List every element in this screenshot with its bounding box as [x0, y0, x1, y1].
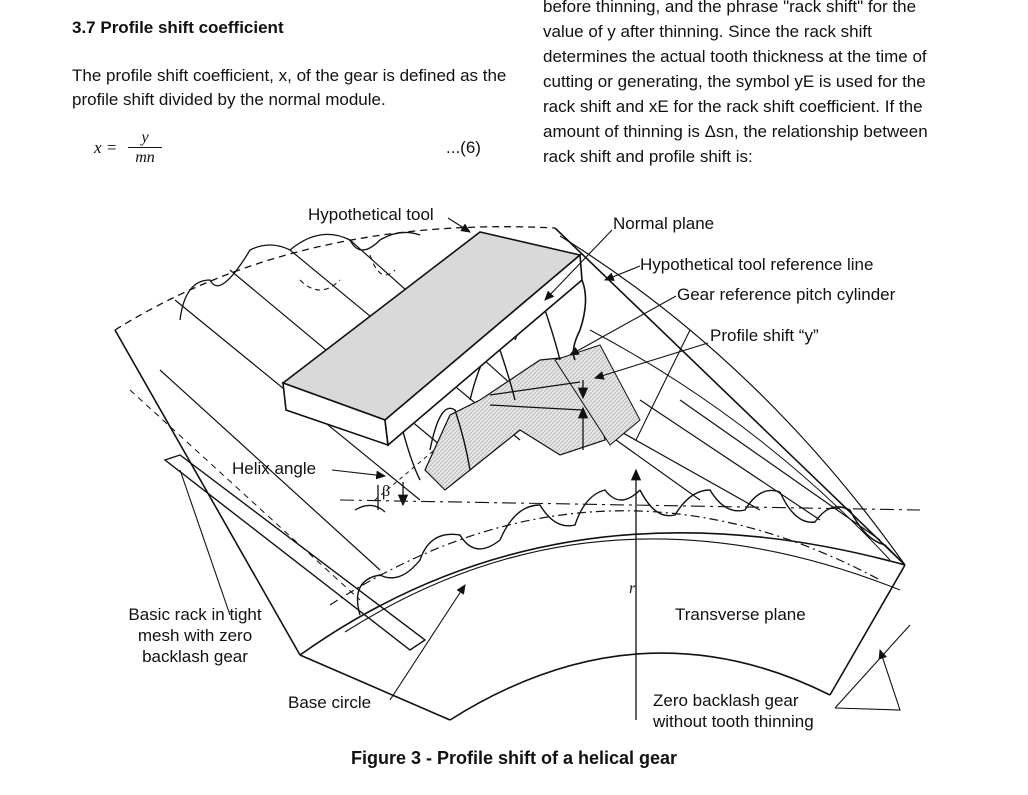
- rack-tooth: [429, 407, 471, 471]
- front-tooth: [779, 491, 906, 566]
- right-line-6: amount of thinning is Δsn, the relations…: [543, 122, 928, 141]
- helix-arc: [354, 504, 386, 513]
- hypothetical-tool-block: [281, 231, 587, 447]
- label-basic-rack-line-2: mesh with zero: [137, 626, 253, 645]
- base-circle-arc: [344, 538, 901, 633]
- back-tooth: [289, 231, 421, 251]
- leader-normal-plane: [544, 229, 613, 301]
- pitch-circle-arc: [329, 510, 881, 606]
- transverse-face-outer: [299, 654, 451, 721]
- figure-caption: Figure 3 - Profile shift of a helical ge…: [350, 748, 678, 768]
- leader-zero-backlash: [834, 648, 901, 711]
- leader-helix-angle: [331, 469, 387, 480]
- basic-rack-slab: [163, 454, 427, 651]
- label-zero-backlash: Zero backlash gear without tooth thinnin…: [653, 690, 814, 732]
- back-tooth-dashed: [369, 254, 396, 276]
- equation-fraction: y mn: [128, 128, 162, 167]
- profile-shift-leader: [489, 404, 583, 411]
- label-basic-rack: Basic rack in tight mesh with zero backl…: [110, 604, 280, 667]
- pitch-cylinder-inner: [589, 329, 891, 561]
- leader-base-circle: [389, 584, 466, 701]
- right-column-text: before thinning, and the phrase "rack sh…: [543, 0, 973, 169]
- equation-denominator: mn: [135, 149, 155, 166]
- tooth-line: [679, 399, 881, 541]
- back-tooth: [179, 244, 291, 321]
- right-line-5: rack shift and xE for the rack shift coe…: [543, 97, 923, 116]
- helical-gear-diagram: [114, 217, 921, 721]
- label-tool-reference-line: Hypothetical tool reference line: [640, 255, 874, 274]
- gear-reference-pitch-cylinder: [559, 235, 906, 566]
- rack-section-hatched: [424, 354, 606, 491]
- label-zero-backlash-line-2: without tooth thinning: [653, 712, 814, 731]
- leader-profile-shift: [593, 342, 709, 380]
- front-tooth: [639, 489, 781, 517]
- leader-basic-rack: [179, 469, 231, 616]
- right-line-4: cutting or generating, the symbol yE is …: [543, 72, 926, 91]
- rack-right-hatched: [554, 344, 641, 446]
- label-basic-rack-line-3: backlash gear: [142, 647, 248, 666]
- back-tooth-dashed: [299, 279, 341, 291]
- label-transverse-plane: Transverse plane: [675, 605, 806, 624]
- label-base-circle: Base circle: [288, 693, 372, 712]
- label-zero-backlash-line-1: Zero backlash gear: [653, 691, 799, 710]
- transverse-face-right: [829, 564, 906, 696]
- leader-pitch-cylinder: [569, 295, 677, 356]
- label-profile-shift: Profile shift “y”: [710, 326, 819, 345]
- transverse-face-inner-arc: [449, 652, 831, 721]
- front-tooth: [499, 489, 641, 541]
- label-basic-rack-line-1: Basic rack in tight: [128, 605, 262, 624]
- dashed-line: [339, 499, 921, 511]
- label-radius: r: [629, 580, 636, 597]
- definition-paragraph: The profile shift coefficient, x, of the…: [72, 66, 507, 109]
- right-line-1: before thinning, and the phrase "rack sh…: [543, 0, 917, 16]
- tooth-line: [159, 369, 381, 571]
- section-heading: 3.7 Profile shift coefficient: [72, 18, 284, 37]
- label-normal-plane: Normal plane: [613, 214, 715, 233]
- tooth-line: [599, 419, 761, 511]
- label-pitch-cylinder: Gear reference pitch cylinder: [677, 285, 896, 304]
- right-line-7: rack shift and profile shift is:: [543, 147, 753, 166]
- label-beta: β: [382, 483, 391, 500]
- gear-outer-front-arc: [299, 531, 906, 656]
- leader-tool-reference: [603, 265, 641, 281]
- label-helix-angle: Helix angle: [232, 459, 317, 478]
- leader-hypothetical-tool: [447, 217, 471, 233]
- label-hypothetical-tool: Hypothetical tool: [308, 205, 434, 224]
- leader-transverse: [635, 329, 691, 441]
- equation-lhs: x =: [94, 138, 118, 157]
- leader-zero-backlash-2: [834, 624, 911, 709]
- tooth-line: [639, 399, 821, 521]
- equation-number: ...(6): [446, 138, 481, 157]
- gear-back-edge: [114, 226, 556, 331]
- right-line-3: determines the actual tooth thickness at…: [543, 47, 927, 66]
- front-tooth: [356, 533, 501, 616]
- equation-numerator: y: [128, 128, 162, 148]
- dashed-line: [129, 389, 361, 601]
- profile-shift-leader: [489, 381, 581, 396]
- right-line-2: value of y after thinning. Since the rac…: [543, 22, 872, 41]
